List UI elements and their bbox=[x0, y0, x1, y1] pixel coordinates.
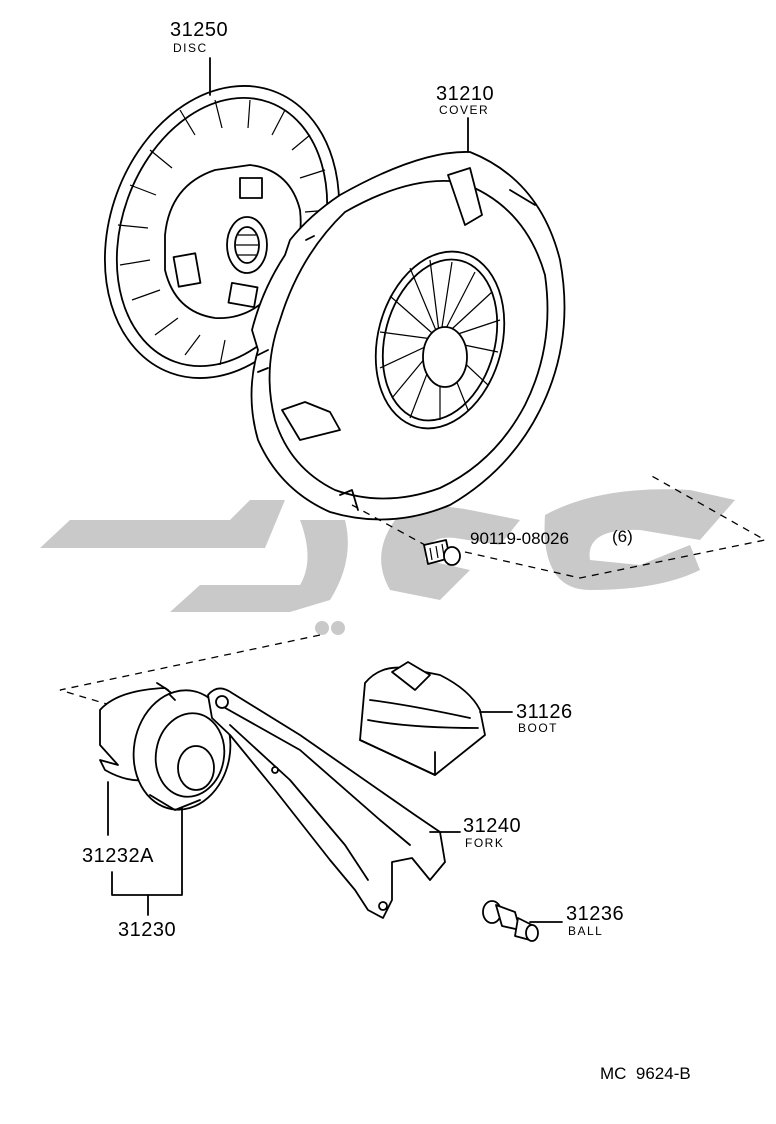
pressure-plate-cover-drawing bbox=[250, 151, 566, 521]
bearing-sub-part-number: 31232A bbox=[82, 845, 154, 867]
boot-part-number: 31126 bbox=[516, 701, 573, 723]
ball-part-number: 31236 bbox=[566, 903, 625, 925]
boot-part-name: BOOT bbox=[518, 721, 559, 735]
drawing-code: MC 9624-B bbox=[600, 1064, 691, 1083]
bolt-part-number: 90119-08026 bbox=[470, 529, 569, 548]
cover-part-number: 31210 bbox=[436, 83, 495, 105]
release-bearing-drawing bbox=[99, 682, 232, 811]
assembly-guide-lines bbox=[59, 474, 767, 721]
fork-part-number: 31240 bbox=[463, 815, 522, 837]
disc-part-number: 31250 bbox=[170, 19, 229, 41]
disc-part-name: DISC bbox=[173, 41, 208, 55]
cover-part-name: COVER bbox=[439, 103, 490, 117]
leader-lines bbox=[107, 57, 563, 923]
boot-drawing bbox=[359, 661, 486, 776]
fork-part-name: FORK bbox=[465, 836, 505, 850]
ball-part-name: BALL bbox=[568, 924, 604, 938]
bolt-drawing bbox=[423, 539, 461, 566]
bearing-assy-part-number: 31230 bbox=[118, 919, 177, 941]
bolt-quantity: (6) bbox=[612, 527, 633, 546]
pivot-ball-drawing bbox=[482, 900, 539, 942]
watermark-logo bbox=[40, 489, 735, 635]
